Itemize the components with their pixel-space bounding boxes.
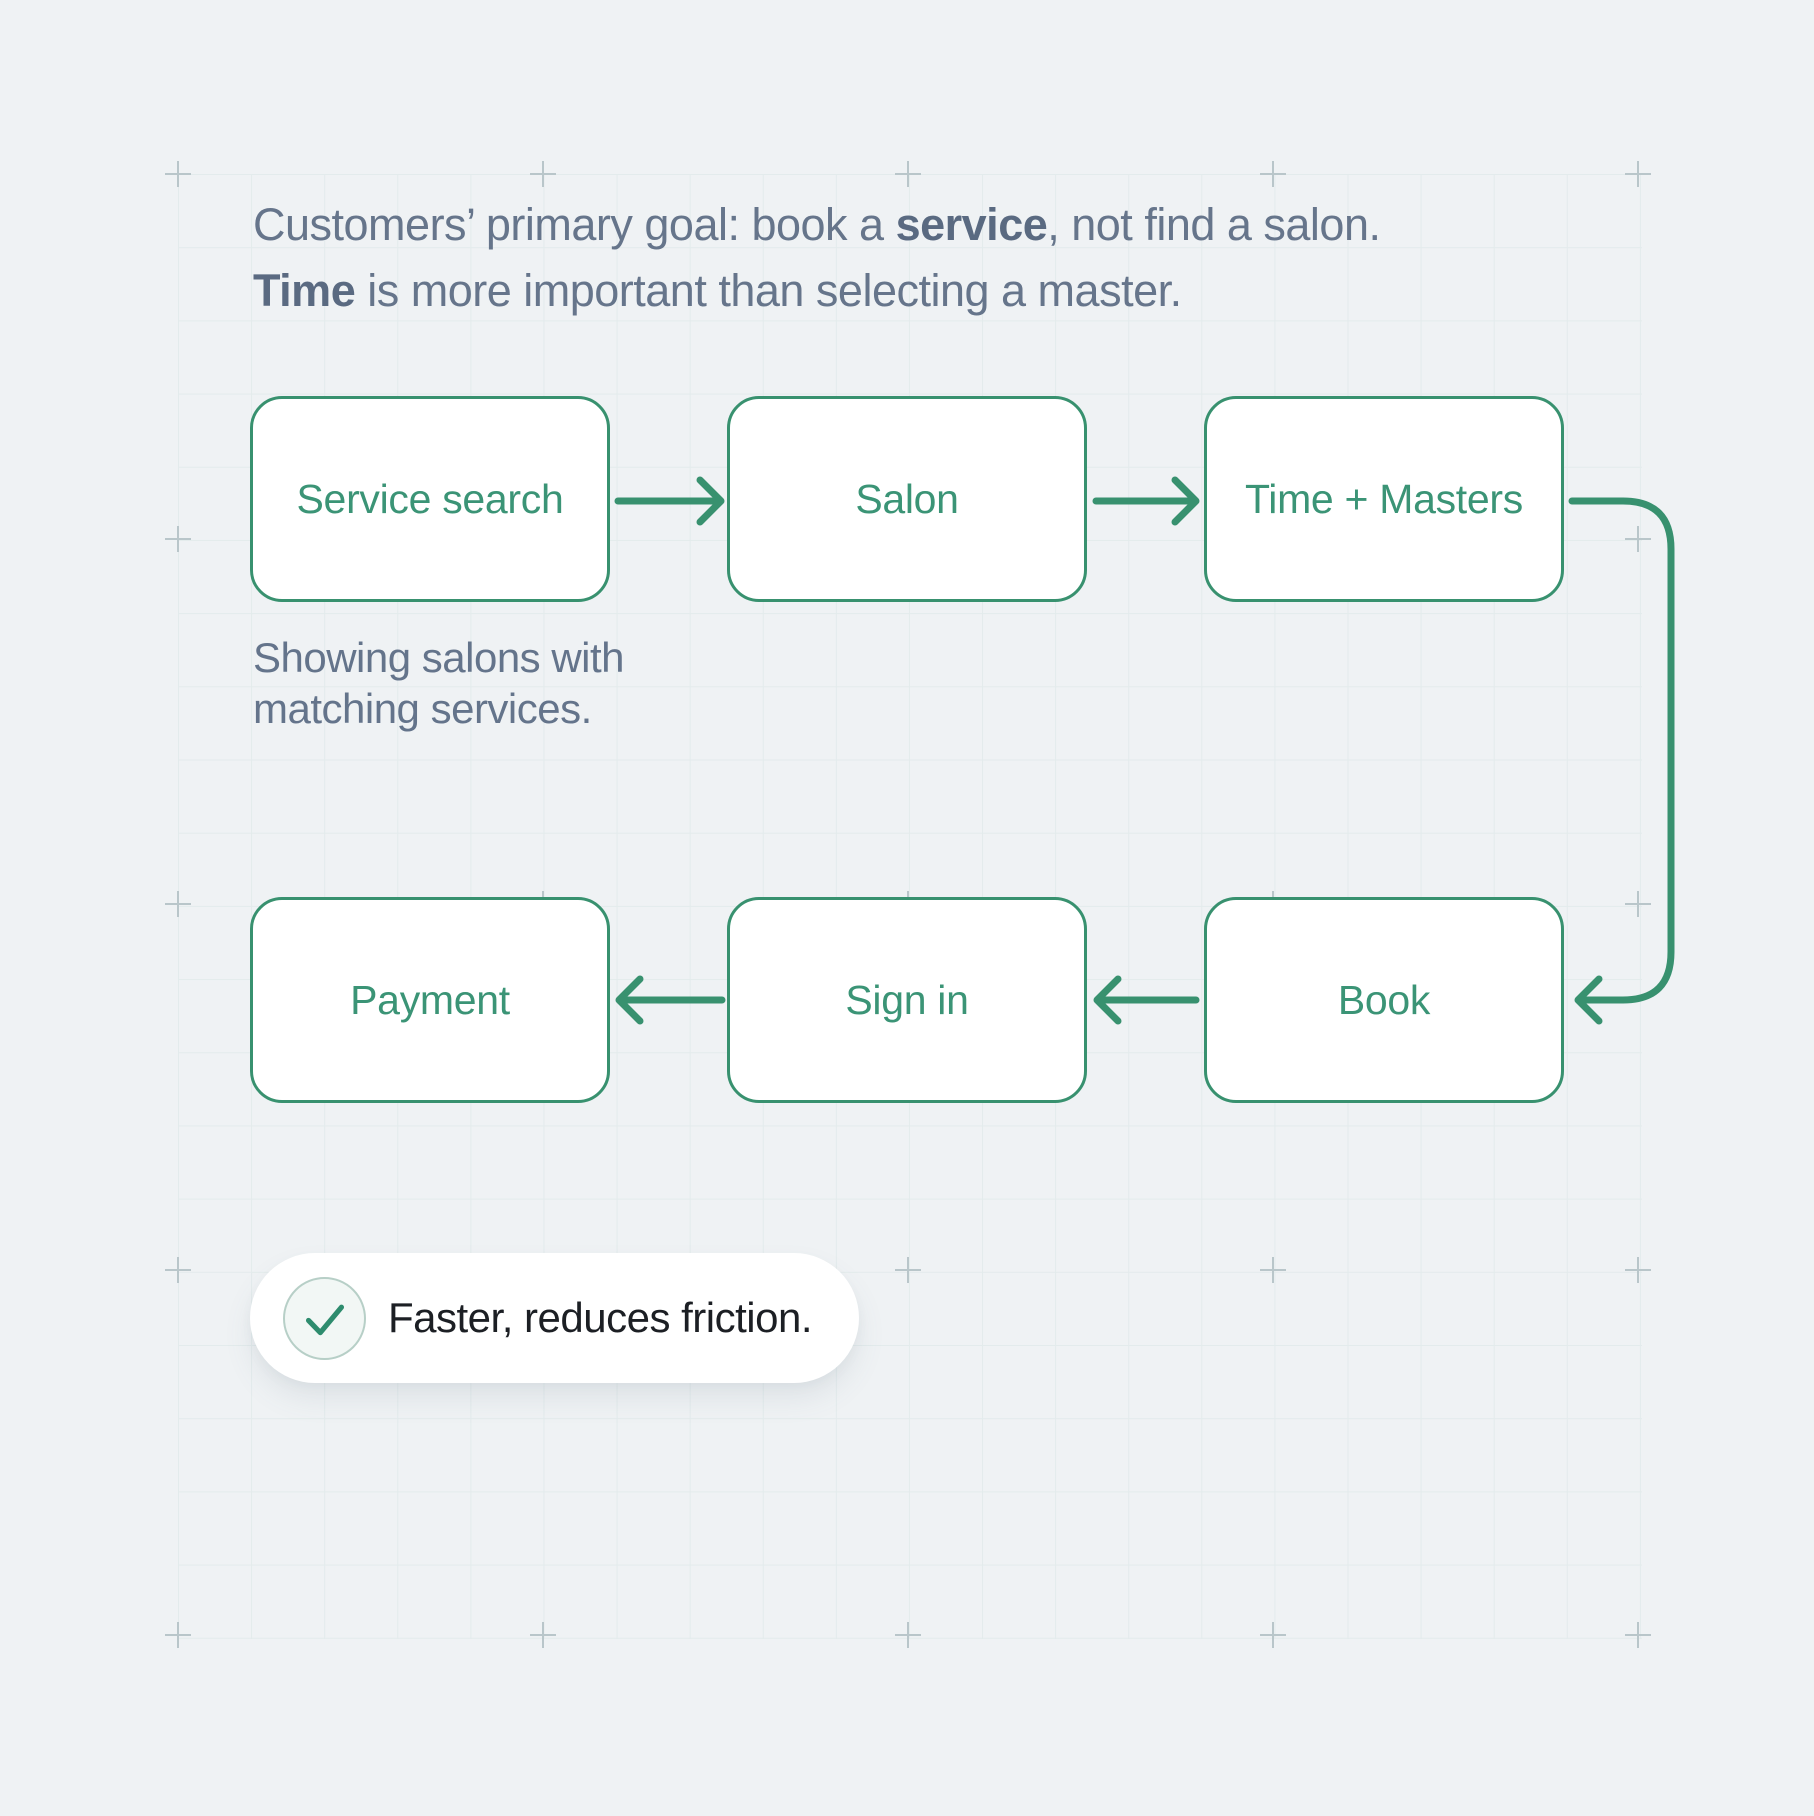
diagram-heading: Customers’ primary goal: book a service,…: [253, 192, 1513, 324]
service-search-caption: Showing salons with matching services.: [253, 632, 673, 734]
heading-text: Customers’ primary goal: book a: [253, 199, 896, 250]
check-icon: [283, 1277, 366, 1360]
node-book[interactable]: Book: [1204, 897, 1564, 1103]
node-label: Salon: [855, 475, 959, 522]
arrow-service-to-salon: [614, 476, 725, 526]
benefit-badge[interactable]: Faster, reduces friction.: [250, 1253, 859, 1383]
arrow-book-to-signin: [1093, 975, 1200, 1025]
node-time-masters[interactable]: Time + Masters: [1204, 396, 1564, 602]
arrow-time-to-book-loop: [1568, 497, 1675, 1025]
arrow-signin-to-payment: [615, 975, 726, 1025]
node-sign-in[interactable]: Sign in: [727, 897, 1087, 1103]
heading-bold-time: Time: [253, 265, 356, 316]
node-service-search[interactable]: Service search: [250, 396, 610, 602]
caption-line-1: Showing salons with: [253, 634, 625, 681]
node-label: Sign in: [845, 976, 969, 1023]
node-payment[interactable]: Payment: [250, 897, 610, 1103]
badge-label: Faster, reduces friction.: [388, 1294, 813, 1341]
node-label: Book: [1337, 976, 1431, 1023]
node-salon[interactable]: Salon: [727, 396, 1087, 602]
heading-text: , not find a salon.: [1047, 199, 1381, 250]
arrow-salon-to-time: [1092, 476, 1200, 526]
heading-bold-service: service: [895, 199, 1048, 250]
node-label: Payment: [350, 976, 510, 1023]
caption-line-2: matching services.: [253, 685, 592, 732]
node-label: Time + Masters: [1245, 475, 1523, 522]
node-label: Service search: [296, 475, 564, 522]
heading-text: is more important than selecting a maste…: [355, 265, 1182, 316]
